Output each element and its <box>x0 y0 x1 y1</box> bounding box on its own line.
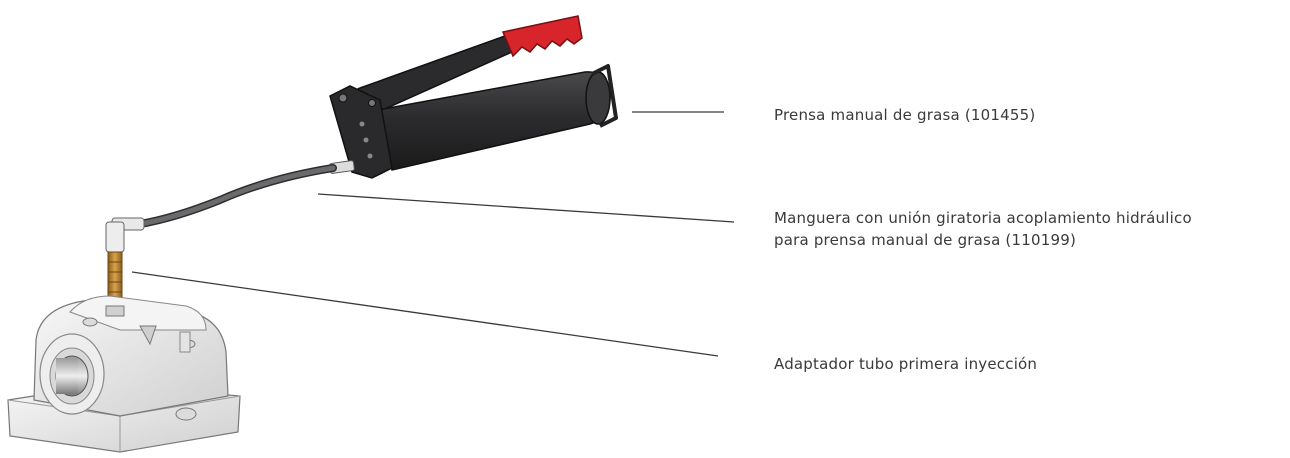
callout-hose: Manguera con unión giratoria acoplamient… <box>774 207 1192 251</box>
callout-adapter-text: Adaptador tubo primera inyección <box>774 355 1038 373</box>
barrel-end-cap <box>585 71 611 125</box>
handle-grip <box>501 15 583 58</box>
callout-hose-line2: para prensa manual de grasa (110199) <box>774 231 1076 249</box>
pump-head <box>329 85 393 179</box>
callout-hose-line1: Manguera con unión giratoria acoplamient… <box>774 209 1192 227</box>
bearing-housing <box>7 295 241 453</box>
swivel-coupling <box>105 217 145 253</box>
callout-grease-gun: Prensa manual de grasa (101455) <box>774 104 1035 126</box>
leader-line-adapter <box>131 271 719 357</box>
leader-line-hose <box>317 193 735 223</box>
callout-grease-gun-text: Prensa manual de grasa (101455) <box>774 106 1036 124</box>
callout-adapter: Adaptador tubo primera inyección <box>774 353 1037 375</box>
hanger-loop <box>591 64 618 128</box>
grease-gun <box>329 15 618 179</box>
